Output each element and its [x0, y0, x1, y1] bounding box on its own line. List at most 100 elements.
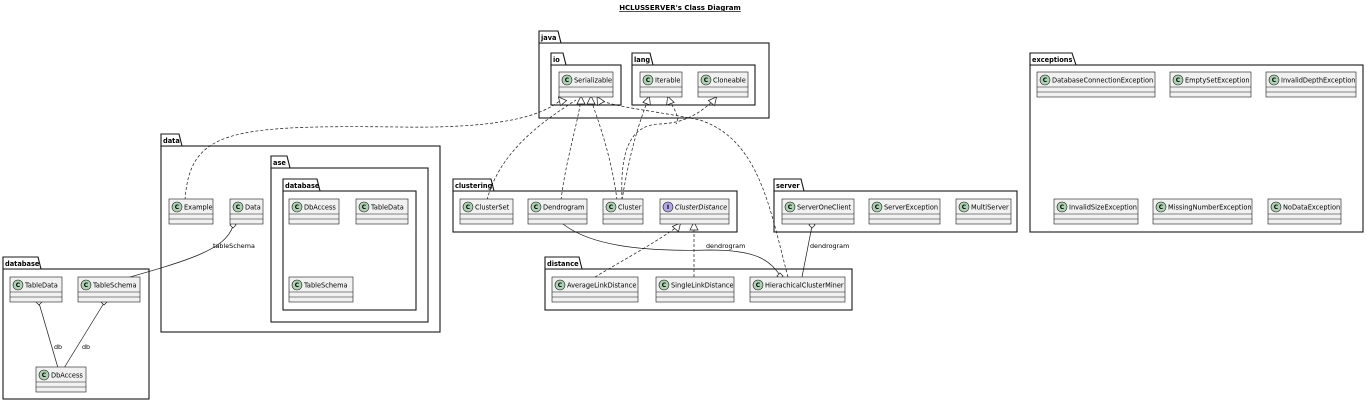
stereotype-letter: C — [236, 204, 241, 211]
class-name: Cluster — [618, 204, 642, 212]
class-name: Iterable — [655, 77, 680, 85]
stereotype-letter: C — [1060, 204, 1065, 211]
class-name: Example — [184, 204, 213, 212]
package-label-server: server — [776, 182, 800, 190]
class-stereotype-icon — [1172, 74, 1184, 86]
package-label-ase-database: database — [285, 182, 320, 190]
package-distance: distance — [544, 256, 853, 311]
class-stereotype-icon — [1056, 201, 1068, 213]
stereotype-letter: C — [756, 282, 761, 289]
stereotype-letter: C — [558, 282, 563, 289]
class-name: TableData — [24, 282, 58, 290]
class-invalidsizeexception: C InvalidSizeException — [1053, 198, 1139, 225]
package-data-ase: ase — [270, 155, 429, 323]
class-stereotype-icon — [554, 279, 566, 291]
relation-data-tableschema — [115, 225, 234, 282]
class-name: Dendrogram — [543, 204, 584, 212]
stereotype-letter: C — [16, 282, 21, 289]
class-stereotype-icon — [1268, 74, 1280, 86]
class-name: SingleLinkDistance — [671, 282, 734, 290]
class-name: NoDataException — [1283, 204, 1340, 212]
class-cloneable: C Cloneable — [697, 71, 749, 98]
package-label-ase: ase — [273, 159, 286, 167]
relation-cluster-iterable — [621, 99, 649, 201]
class-nodataexception: C NoDataException — [1267, 198, 1342, 225]
stereotype-letter: C — [1159, 204, 1164, 211]
stereotype-letter: C — [1176, 77, 1181, 84]
class-name: ServerOneClient — [797, 204, 852, 212]
relation-tableschema-dbaccess — [63, 302, 105, 369]
package-java-lang: lang — [631, 52, 756, 106]
relation-average-clusterdistance — [594, 225, 679, 278]
stereotype-letter: C — [788, 204, 793, 211]
stereotype-letter: C — [1274, 204, 1279, 211]
class-stereotype-icon — [958, 201, 970, 213]
stereotype-letter: C — [875, 204, 880, 211]
stereotype-letter: C — [646, 77, 651, 84]
class-stereotype-icon — [752, 279, 764, 291]
package-label-java: java — [540, 34, 556, 42]
stereotype-letter: C — [295, 282, 300, 289]
relation-label-db-right: db — [82, 343, 90, 351]
package-java: java — [538, 30, 770, 119]
package-label-distance: distance — [547, 260, 579, 268]
stereotype-letter: C — [42, 372, 47, 379]
class-name: TableSchema — [92, 282, 137, 290]
stereotype-letter: C — [466, 204, 471, 211]
class-name: TableData — [370, 204, 404, 212]
package-label-clustering: clustering — [455, 182, 493, 190]
package-label-lang: lang — [634, 56, 650, 64]
class-stereotype-icon — [561, 74, 573, 86]
diagram-title: HCLUSSERVER's Class Diagram — [619, 4, 741, 12]
relation-miner-serializable — [598, 99, 789, 278]
stereotype-letter: C — [1043, 77, 1048, 84]
package-label-io: io — [553, 56, 560, 64]
stereotype-letter: C — [1272, 77, 1277, 84]
class-stereotype-icon — [1270, 201, 1282, 213]
stereotype-letter: C — [609, 204, 614, 211]
interface-stereotype-icon — [662, 201, 674, 213]
class-stereotype-icon — [80, 279, 92, 291]
stereotype-letter: C — [704, 77, 709, 84]
class-name: Cloneable — [713, 77, 746, 85]
package-data-ase-database: database — [282, 178, 417, 311]
stereotype-letter: C — [84, 282, 89, 289]
class-stereotype-icon — [1039, 74, 1051, 86]
class-name: HierachicalClusterMiner — [765, 282, 844, 290]
package-database: database — [2, 256, 150, 400]
class-name: ServerException — [884, 204, 938, 212]
relation-label-dendrogram-left: dendrogram — [706, 242, 745, 250]
class-name: InvalidSizeException — [1069, 204, 1137, 212]
class-name: DbAccess — [51, 372, 83, 380]
class-stereotype-icon — [784, 201, 796, 213]
class-name: ClusterDistance — [675, 204, 727, 212]
class-name: MultiServer — [971, 204, 1009, 212]
class-stereotype-icon — [358, 201, 370, 213]
package-java-io: io — [550, 52, 622, 106]
package-clustering: clustering — [452, 178, 738, 233]
class-stereotype-icon — [658, 279, 670, 291]
relation-label-dendrogram-right: dendrogram — [810, 242, 849, 250]
package-label-exceptions: exceptions — [1032, 56, 1072, 64]
stereotype-letter: C — [565, 77, 570, 84]
relation-example-serializable — [184, 99, 562, 201]
class-stereotype-icon — [38, 369, 50, 381]
class-stereotype-icon — [605, 201, 617, 213]
class-db-dbaccess: C DbAccess — [35, 366, 87, 393]
relation-dendrogram-miner — [562, 223, 781, 276]
class-serveroneclient: C ServerOneClient — [781, 198, 855, 225]
class-stereotype-icon — [700, 74, 712, 86]
